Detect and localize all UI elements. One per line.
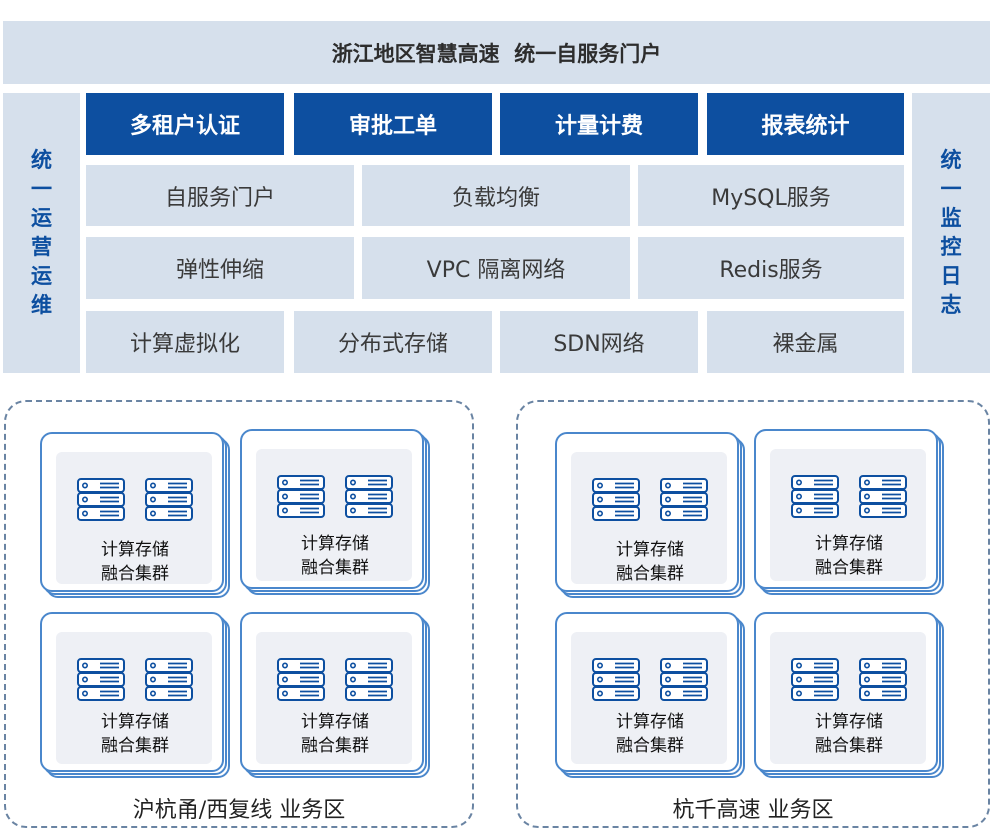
left-column-char: 运 bbox=[31, 206, 52, 230]
server-icon bbox=[591, 656, 641, 710]
card-line-1: 计算存储 bbox=[101, 540, 169, 560]
right-column-char: 控 bbox=[940, 235, 962, 259]
right-column-char: 统 bbox=[940, 148, 962, 172]
right-column-char: 一 bbox=[940, 177, 962, 201]
sdn-network-block: SDN网络 bbox=[500, 311, 698, 373]
server-icon bbox=[76, 476, 126, 530]
card-line-2: 融合集群 bbox=[815, 736, 883, 756]
block-label: MySQL服务 bbox=[711, 185, 831, 211]
block-label: 自服务门户 bbox=[164, 185, 275, 211]
elastic-scaling-block: 弹性伸缩 bbox=[86, 237, 354, 299]
load-balancing-block: 负载均衡 bbox=[362, 165, 630, 226]
cluster-card: 计算存储 融合集群 bbox=[40, 432, 230, 600]
server-icon bbox=[591, 476, 641, 530]
card-line-2: 融合集群 bbox=[101, 564, 169, 584]
server-icon bbox=[858, 656, 908, 710]
left-column-char: 营 bbox=[31, 235, 52, 259]
self-service-portal-block: 自服务门户 bbox=[86, 165, 354, 226]
business-zone-2 bbox=[516, 400, 990, 828]
block-label: VPC 隔离网络 bbox=[426, 258, 566, 283]
block-label: 计算虚拟化 bbox=[129, 332, 240, 357]
block-label: 分布式存储 bbox=[337, 332, 448, 357]
card-line-2: 融合集群 bbox=[616, 736, 684, 756]
multi-tenant-auth-block: 多租户认证 bbox=[86, 93, 284, 155]
card-line-2: 融合集群 bbox=[301, 736, 369, 756]
right-column-char: 志 bbox=[940, 293, 962, 317]
card-line-2: 融合集群 bbox=[616, 564, 684, 584]
server-icon bbox=[276, 473, 326, 527]
cluster-card: 计算存储 融合集群 bbox=[240, 429, 430, 597]
unified-operations-column: 统 一 运 营 运 维 bbox=[3, 93, 80, 373]
report-statistics-block: 报表统计 bbox=[707, 93, 904, 155]
server-icon bbox=[76, 656, 126, 710]
server-icon bbox=[790, 656, 840, 710]
right-column-char: 监 bbox=[940, 206, 962, 230]
left-column-char: 统 bbox=[31, 148, 52, 172]
cluster-card: 计算存储 融合集群 bbox=[40, 612, 230, 780]
card-line-1: 计算存储 bbox=[815, 712, 883, 732]
card-line-1: 计算存储 bbox=[101, 712, 169, 732]
cluster-card: 计算存储 融合集群 bbox=[555, 432, 745, 600]
unified-monitoring-column: 统 一 监 控 日 志 bbox=[912, 93, 990, 373]
cluster-card: 计算存储 融合集群 bbox=[754, 612, 944, 780]
left-column-char: 维 bbox=[31, 293, 52, 317]
distributed-storage-block: 分布式存储 bbox=[294, 311, 492, 373]
server-icon bbox=[344, 656, 394, 710]
card-line-1: 计算存储 bbox=[301, 534, 369, 554]
server-icon bbox=[790, 473, 840, 527]
bare-metal-block: 裸金属 bbox=[707, 311, 904, 373]
server-icon bbox=[858, 473, 908, 527]
block-label: 弹性伸缩 bbox=[175, 258, 264, 283]
right-column-char: 日 bbox=[940, 264, 962, 288]
card-line-2: 融合集群 bbox=[301, 558, 369, 578]
card-line-1: 计算存储 bbox=[301, 712, 369, 732]
server-icon bbox=[659, 656, 709, 710]
left-column-char: 运 bbox=[31, 264, 52, 288]
business-zone-1-label: 沪杭甬/西复线 业务区 bbox=[132, 798, 346, 823]
portal-title: 浙江地区智慧高速 统一自服务门户 bbox=[331, 41, 662, 66]
card-line-1: 计算存储 bbox=[815, 534, 883, 554]
approval-ticket-block: 审批工单 bbox=[294, 93, 492, 155]
business-zone-1 bbox=[4, 400, 474, 828]
block-label: 裸金属 bbox=[772, 332, 839, 357]
block-label: 审批工单 bbox=[348, 114, 437, 139]
cluster-card: 计算存储 融合集群 bbox=[240, 612, 430, 780]
block-label: 计量计费 bbox=[554, 114, 643, 139]
cluster-card: 计算存储 融合集群 bbox=[754, 429, 944, 597]
card-line-1: 计算存储 bbox=[616, 540, 684, 560]
business-zone-2-label: 杭千高速 业务区 bbox=[672, 798, 834, 823]
card-line-1: 计算存储 bbox=[616, 712, 684, 732]
block-label: SDN网络 bbox=[553, 332, 645, 357]
block-label: 报表统计 bbox=[761, 114, 850, 139]
server-icon bbox=[144, 656, 194, 710]
left-column-char: 一 bbox=[31, 177, 52, 201]
cluster-card: 计算存储 融合集群 bbox=[555, 612, 745, 780]
server-icon bbox=[659, 476, 709, 530]
card-line-2: 融合集群 bbox=[101, 736, 169, 756]
mysql-service-block: MySQL服务 bbox=[638, 165, 904, 226]
server-icon bbox=[276, 656, 326, 710]
server-icon bbox=[144, 476, 194, 530]
metering-billing-block: 计量计费 bbox=[500, 93, 698, 155]
compute-virtualization-block: 计算虚拟化 bbox=[86, 311, 284, 373]
card-line-2: 融合集群 bbox=[815, 558, 883, 578]
portal-title-banner: 浙江地区智慧高速 统一自服务门户 bbox=[3, 21, 990, 84]
redis-service-block: Redis服务 bbox=[638, 237, 904, 299]
block-label: Redis服务 bbox=[719, 258, 823, 283]
server-icon bbox=[344, 473, 394, 527]
block-label: 多租户认证 bbox=[129, 114, 240, 139]
block-label: 负载均衡 bbox=[451, 185, 540, 211]
vpc-isolation-block: VPC 隔离网络 bbox=[362, 237, 630, 299]
